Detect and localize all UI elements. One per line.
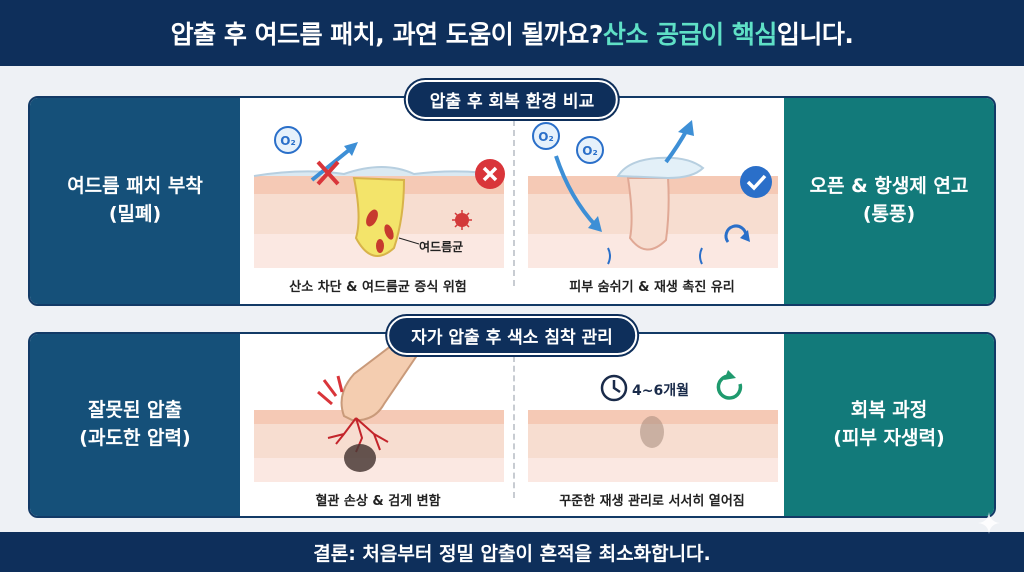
conclusion-banner: 결론: 처음부터 정밀 압출이 흔적을 최소화합니다. — [0, 532, 1024, 572]
oxygen-icon — [576, 136, 604, 164]
ointment-icon — [616, 156, 705, 180]
blocked-arrow — [310, 144, 356, 182]
panel-recovery-caption: 꾸준한 재생 관리로 서서히 옅어짐 — [559, 494, 745, 509]
label-open-line2: (통풍) — [862, 203, 916, 225]
panel-divider — [513, 356, 515, 498]
open-skin-illustration: O₂ O₂ — [528, 120, 778, 268]
panel-recovery-illustration: 4~6개월 꾸준한 재생 관리로 서서히 옅어짐 — [518, 334, 786, 516]
pressure-marks — [317, 375, 344, 406]
label-patch-line1: 여드름 패치 부착 — [67, 175, 203, 198]
title-end: 입니다. — [776, 20, 854, 49]
title-main: 압출 후 여드름 패치, 과연 도움이 될까요? — [170, 20, 604, 49]
comparison-row-pigmentation: 잘못된 압출 (과도한 압력) 혈관 손상 & 검게 변함 — [28, 332, 996, 518]
recovering-skin-illustration — [528, 370, 778, 482]
label-wrong-line1: 잘못된 압출 — [87, 399, 182, 422]
regeneration-icon — [724, 224, 748, 243]
title-accent: 산소 공급이 핵심 — [602, 20, 777, 49]
success-badge-icon — [740, 166, 772, 198]
oxygen-icon — [274, 126, 302, 154]
cross-mark-icon — [316, 160, 340, 186]
label-patch-line2: (밀폐) — [108, 203, 162, 225]
svg-text:O₂: O₂ — [280, 134, 295, 148]
panel-damage-caption: 혈관 손상 & 검게 변함 — [315, 494, 441, 509]
label-wrong-line2: (과도한 압력) — [79, 427, 191, 449]
inflow-arrow — [554, 155, 598, 228]
bacteria-label: 여드름균 — [419, 240, 464, 254]
panel-open-illustration: O₂ O₂ 피부 숨쉬기 & 재생 촉진 유리 — [518, 98, 786, 304]
label-open-line1: 오픈 & 항생제 연고 — [809, 175, 969, 198]
damaged-skin-illustration — [254, 334, 504, 482]
label-recovery-process: 회복 과정 (피부 자생력) — [784, 334, 994, 516]
panel-patch-caption: 산소 차단 & 여드름균 증식 위험 — [289, 280, 467, 295]
patch-film — [253, 166, 505, 177]
conclusion-text: 결론: 처음부터 정밀 압출이 흔적을 최소화합니다. — [313, 542, 711, 565]
panel-divider — [513, 120, 515, 286]
section-title-recovery: 압출 후 회복 환경 비교 — [405, 80, 619, 119]
oxygen-icon — [532, 122, 560, 150]
refresh-icon — [716, 374, 743, 400]
svg-text:O₂: O₂ — [582, 144, 597, 158]
panel-patch-illustration: O₂ 여드름균 산소 차단 & 여드름균 증식 위험 — [244, 98, 512, 304]
fading-spot — [640, 416, 664, 448]
damaged-vessels — [327, 417, 389, 453]
pigmentation-spot — [344, 444, 376, 472]
svg-text:O₂: O₂ — [538, 130, 553, 144]
label-recovery-line2: (피부 자생력) — [833, 427, 945, 449]
comparison-row-recovery: 여드름 패치 부착 (밀폐) O₂ — [28, 96, 996, 306]
label-wrong-extraction: 잘못된 압출 (과도한 압력) — [30, 334, 240, 516]
label-recovery-line1: 회복 과정 — [850, 399, 928, 422]
healing-pore — [626, 177, 670, 251]
label-patch-sealed: 여드름 패치 부착 (밀폐) — [30, 98, 240, 304]
panel-damage-illustration: 혈관 손상 & 검게 변함 — [244, 334, 512, 516]
panel-open-caption: 피부 숨쉬기 & 재생 촉진 유리 — [569, 280, 735, 295]
section-title-pigmentation: 자가 압출 후 색소 침착 관리 — [387, 316, 637, 355]
sparkle-icon — [978, 512, 1000, 534]
label-open-ointment: 오픈 & 항생제 연고 (통풍) — [784, 98, 994, 304]
sealed-skin-illustration: O₂ — [253, 126, 505, 268]
duration-label: 4~6개월 — [632, 383, 689, 399]
